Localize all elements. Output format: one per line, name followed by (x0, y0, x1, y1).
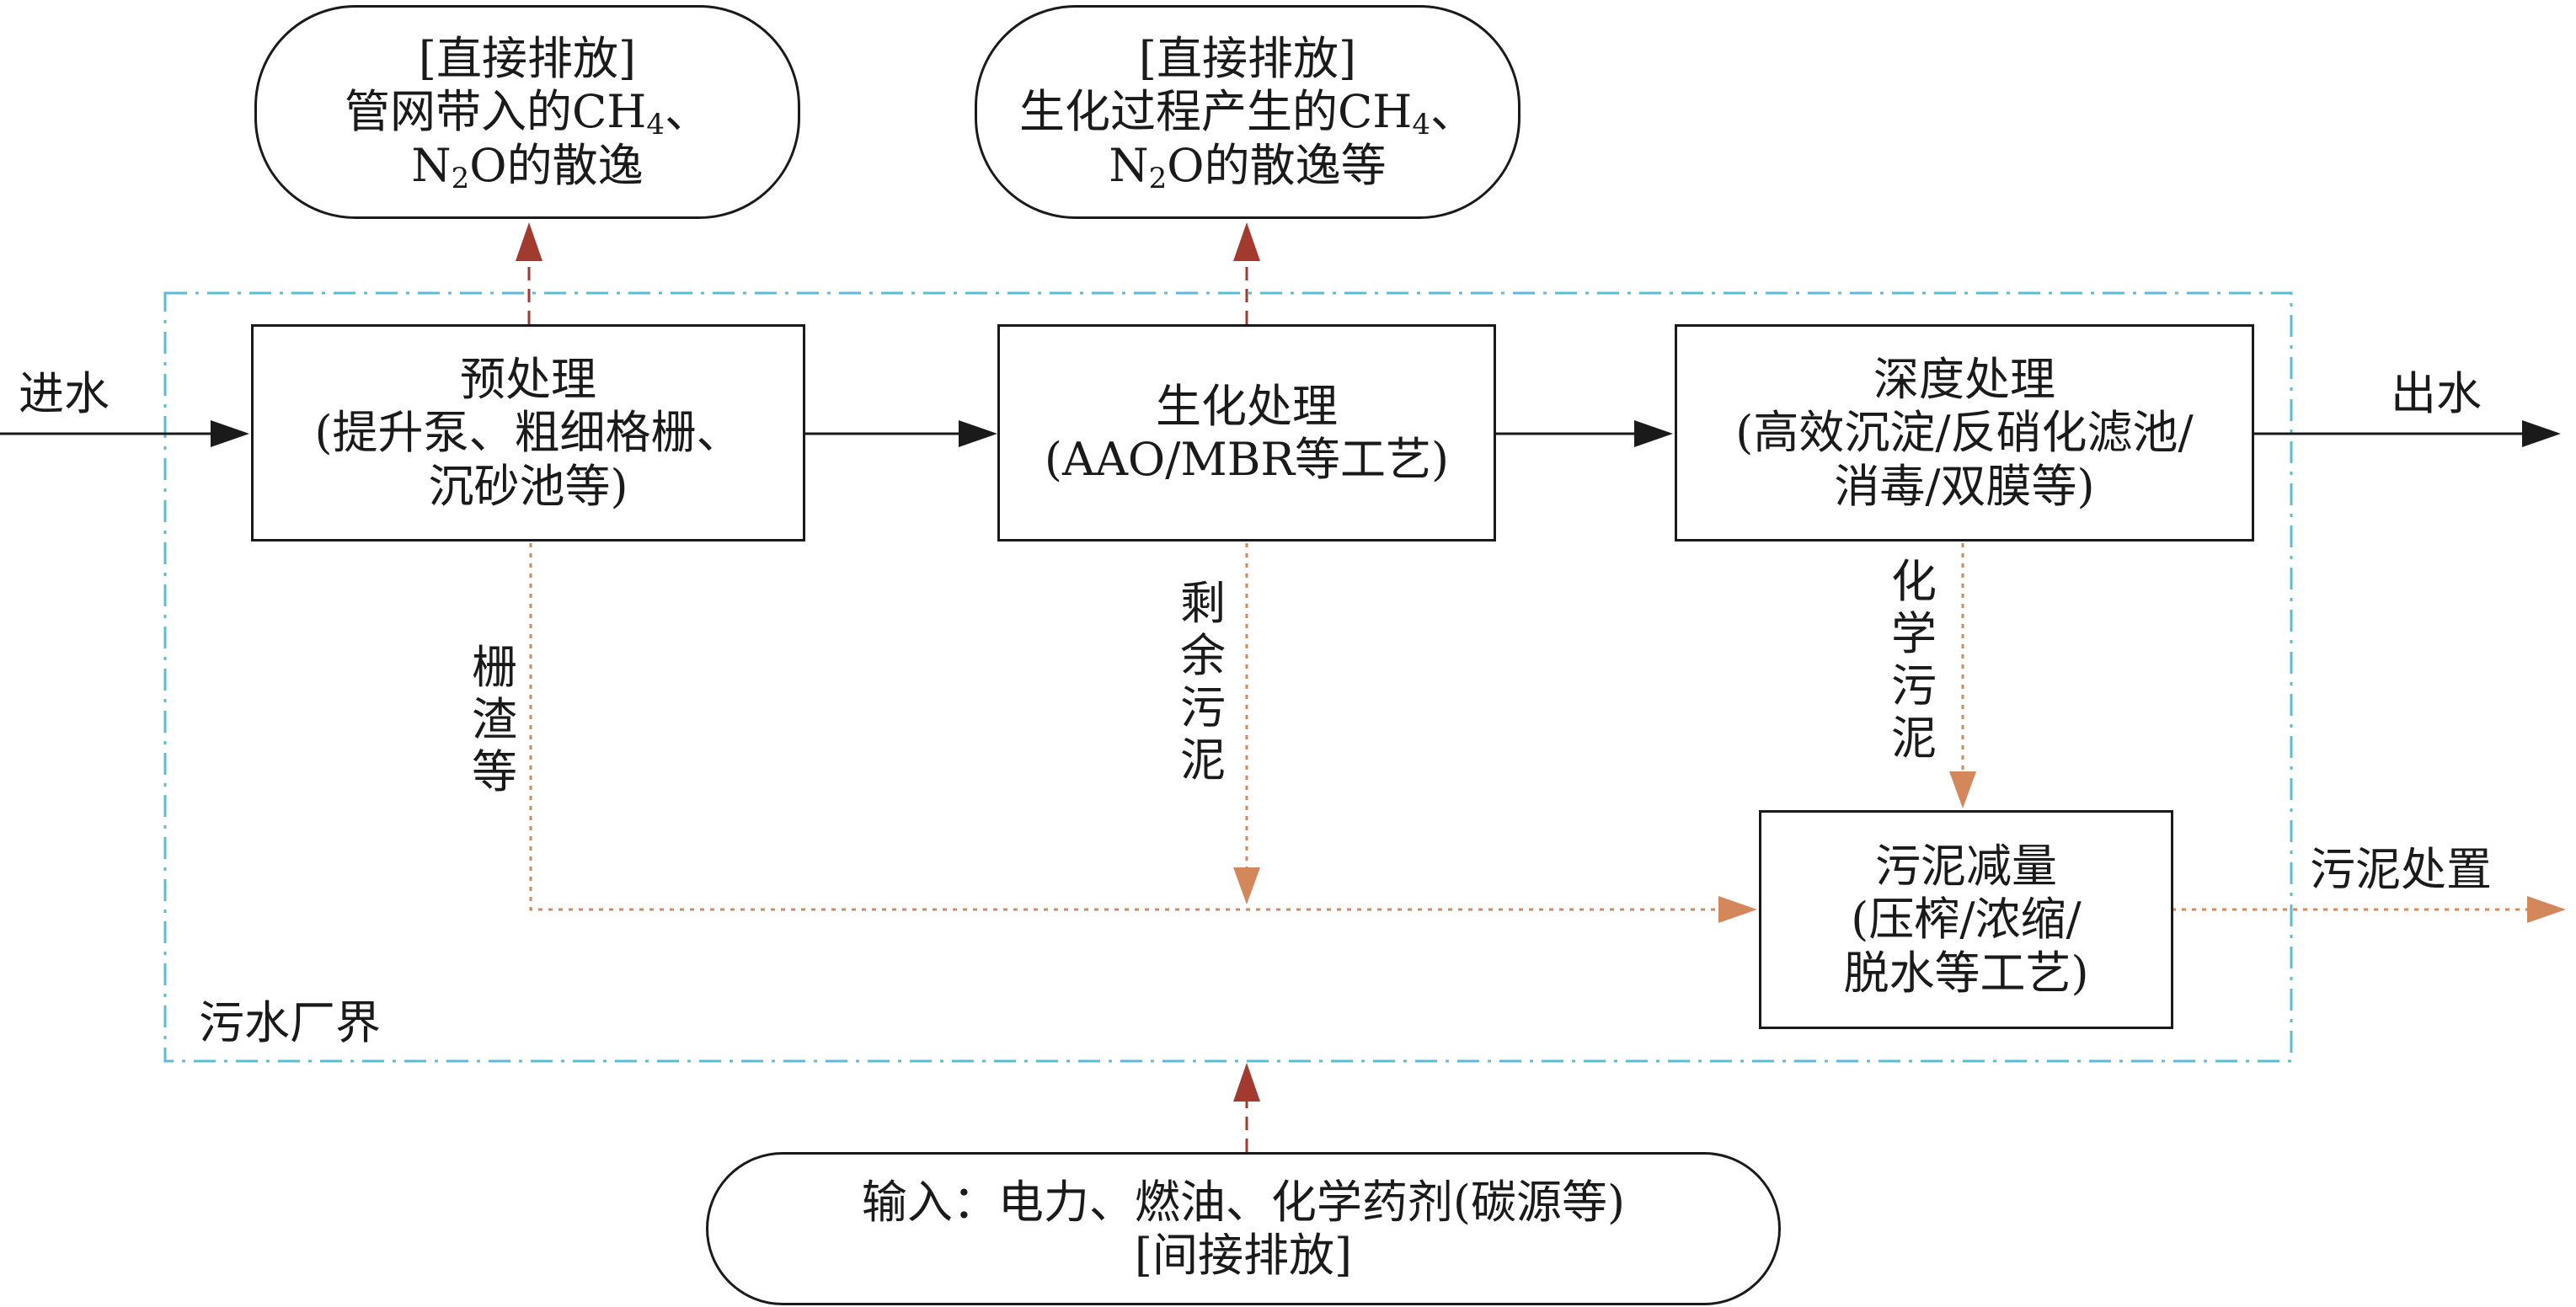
biochemical-box: 生化处理 (AAO/MBR等工艺) (997, 324, 1496, 541)
input-line2: [间接排放] (1134, 1229, 1353, 1282)
inflow-arrowhead (211, 420, 249, 447)
advanced-title: 深度处理 (1873, 353, 2055, 407)
biochem-emission-line3: N2O的散逸等 (1109, 138, 1387, 195)
screenings-arrowhead (1718, 896, 1757, 923)
chemical-sludge-char-4: 泥 (1891, 712, 1937, 765)
pretreatment-title: 预处理 (460, 353, 596, 407)
biochem-emission-line3-prefix: N (1109, 138, 1149, 192)
excess-sludge-char-2: 余 (1180, 629, 1226, 682)
emission-flow-lines (527, 259, 1248, 1152)
plant-boundary-rect (163, 291, 2293, 1063)
sludge-disposal-label: 污泥处置 (2310, 843, 2492, 896)
screenings-char-3: 等 (472, 745, 517, 798)
sludge-reduction-line2: (压榨/浓缩/ (1851, 893, 2082, 947)
sludge-flow-arrowheads (1233, 771, 2566, 923)
biochem-emission-line1: [直接排放] (1138, 32, 1357, 86)
chemical-sludge-char-1: 化 (1891, 555, 1937, 608)
pre-to-bio-arrowhead (959, 420, 997, 447)
outflow-arrowhead (2522, 420, 2561, 447)
pre-emission-arrowhead (516, 222, 542, 261)
advanced-treatment-box: 深度处理 (高效沉淀/反硝化滤池/ 消毒/双膜等) (1675, 324, 2254, 541)
bio-emission-arrowhead (1233, 222, 1260, 261)
pretreatment-emission-line2-prefix: 管网带入的CH (344, 85, 647, 139)
biochem-emission-line2: 生化过程产生的CH4、 (1018, 85, 1477, 142)
main-flow-arrowheads (211, 420, 2561, 447)
screenings-char-1: 栅 (472, 641, 517, 694)
input-arrowhead (1233, 1063, 1260, 1102)
excess-sludge-char-1: 剩 (1180, 577, 1226, 630)
sludge-reduction-title: 污泥减量 (1875, 840, 2057, 894)
chemical-sludge-arrowhead (1949, 771, 1976, 808)
excess-sludge-char-3: 污 (1180, 681, 1226, 734)
biochem-emission-line2-sub: 4 (1412, 108, 1431, 142)
input-box: 输入：电力、燃油、化学药剂(碳源等) [间接排放] (706, 1152, 1781, 1305)
sludge-flow-lines (529, 543, 2531, 911)
chemical-sludge-char-2: 学 (1891, 607, 1937, 660)
biochemical-title: 生化处理 (1156, 379, 1338, 433)
emission-flow-arrowheads (516, 222, 1260, 1102)
inflow-label: 进水 (19, 367, 110, 420)
pretreatment-line3: 沉砂池等) (428, 459, 628, 513)
biochem-emission-line3-sub: 2 (1148, 161, 1168, 195)
plant-boundary-label: 污水厂界 (199, 996, 381, 1049)
screenings-char-2: 渣 (472, 693, 517, 746)
biochem-emission-box: [直接排放] 生化过程产生的CH4、 N2O的散逸等 (975, 5, 1520, 219)
advanced-line2: (高效沉淀/反硝化滤池/ (1735, 406, 2194, 460)
pretreatment-emission-line2: 管网带入的CH4、 (344, 85, 711, 142)
biochem-emission-line3-suffix: O的散逸等 (1167, 138, 1387, 192)
pretreatment-line2: (提升泵、粗细格栅、 (314, 406, 742, 460)
screenings-label: 栅 渣 等 (469, 642, 520, 798)
biochem-emission-line2-suffix: 、 (1430, 85, 1477, 139)
pretreatment-emission-line2-sub: 4 (646, 108, 665, 142)
pretreatment-box: 预处理 (提升泵、粗细格栅、 沉砂池等) (251, 324, 805, 541)
biochem-emission-line2-prefix: 生化过程产生的CH (1018, 85, 1413, 139)
chemical-sludge-label: 化 学 污 泥 (1889, 556, 1939, 765)
pretreatment-emission-line3: N2O的散逸 (411, 138, 644, 195)
pretreatment-emission-line1: [直接排放] (418, 32, 637, 86)
sludge-reduction-line3: 脱水等工艺) (1843, 946, 2089, 1000)
excess-sludge-char-4: 泥 (1180, 734, 1226, 787)
pretreatment-emission-line3-suffix: O的散逸 (469, 138, 644, 192)
excess-sludge-arrowhead (1233, 867, 1260, 904)
excess-sludge-label: 剩 余 污 泥 (1178, 578, 1228, 787)
sludge-reduction-box: 污泥减量 (压榨/浓缩/ 脱水等工艺) (1759, 810, 2173, 1029)
bio-to-adv-arrowhead (1634, 420, 1673, 447)
sludge-disposal-arrowhead (2527, 896, 2566, 923)
biochemical-line2: (AAO/MBR等工艺) (1044, 433, 1450, 486)
pretreatment-emission-line3-sub: 2 (451, 161, 470, 195)
pretreatment-emission-line3-prefix: N (411, 138, 452, 192)
pretreatment-emission-box: [直接排放] 管网带入的CH4、 N2O的散逸 (254, 5, 800, 219)
advanced-line3: 消毒/双膜等) (1834, 459, 2095, 513)
chemical-sludge-char-3: 污 (1891, 659, 1937, 712)
outflow-label: 出水 (2391, 367, 2482, 420)
input-line1: 输入：电力、燃油、化学药剂(碳源等) (861, 1175, 1626, 1229)
pretreatment-emission-line2-suffix: 、 (665, 85, 711, 139)
